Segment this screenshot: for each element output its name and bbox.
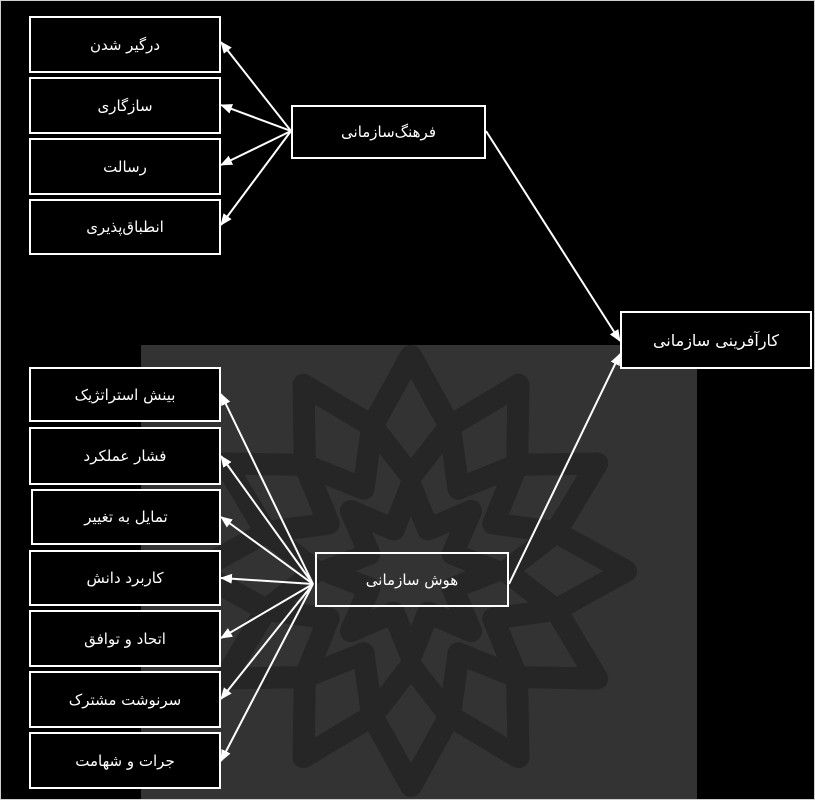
edge-culture-to-dimension-3 [220,130,292,166]
culture-dimension-label: درگیر شدن [89,35,161,54]
intelligence-dimension-box: کاربرد دانش [29,550,221,606]
rosette-ring [315,475,507,667]
intelligence-dimension-box: فشار عملکرد [29,427,221,485]
organizational-intelligence-label: هوش سازمانی [365,570,459,589]
edge-intelligence-to-outcome [508,353,621,585]
edge-culture-to-outcome [485,130,621,342]
culture-dimension-box: رسالت [29,138,221,195]
intelligence-dimension-label: اتحاد و توافق [84,629,166,648]
intelligence-dimension-box: تمایل به تغییر [31,489,221,545]
rosette-ring [255,415,567,727]
edge-intelligence-to-dimension-1 [220,393,314,585]
edge-culture-to-dimension-4 [220,130,292,226]
culture-dimension-box: انطباق‌پذیری [29,199,221,255]
edge-intelligence-to-dimension-3 [220,516,314,585]
organizational-culture-label: فرهنگ‌سازمانی [341,123,436,141]
culture-dimension-box: سازگاری [29,77,221,134]
intelligence-dimension-box: بینش استراتژیک [29,367,221,422]
organizational-intelligence-node: هوش سازمانی [315,552,509,607]
edge-intelligence-to-dimension-6 [220,583,314,700]
culture-dimension-label: انطباق‌پذیری [86,218,164,236]
intelligence-dimension-box: جرات و شهامت [29,732,221,789]
intelligence-dimension-label: سرنوشت مشترک [68,690,182,709]
edge-culture-to-dimension-1 [220,41,292,132]
intelligence-dimension-label: تمایل به تغییر [84,508,168,526]
organizational-entrepreneurship-label: کارآفرینی سازمانی [652,330,780,350]
intelligence-dimension-label: فشار عملکرد [83,447,167,465]
organizational-culture-node: فرهنگ‌سازمانی [291,105,486,159]
intelligence-dimension-label: بینش استراتژیک [74,385,176,404]
culture-dimension-box: درگیر شدن [29,16,221,73]
intelligence-dimension-label: کاربرد دانش [86,569,164,587]
intelligence-dimension-label: جرات و شهامت [75,751,175,770]
edge-intelligence-to-dimension-5 [220,583,314,639]
edge-intelligence-to-dimension-4 [220,573,314,585]
edge-intelligence-to-dimension-2 [220,455,314,585]
intelligence-dimension-box: اتحاد و توافق [29,610,221,667]
intelligence-dimension-box: سرنوشت مشترک [29,671,221,728]
edge-culture-to-dimension-2 [220,104,292,132]
organizational-entrepreneurship-node: کارآفرینی سازمانی [620,311,812,369]
edge-intelligence-to-dimension-7 [220,583,314,762]
culture-dimension-label: رسالت [103,157,147,176]
culture-dimension-label: سازگاری [97,96,153,115]
